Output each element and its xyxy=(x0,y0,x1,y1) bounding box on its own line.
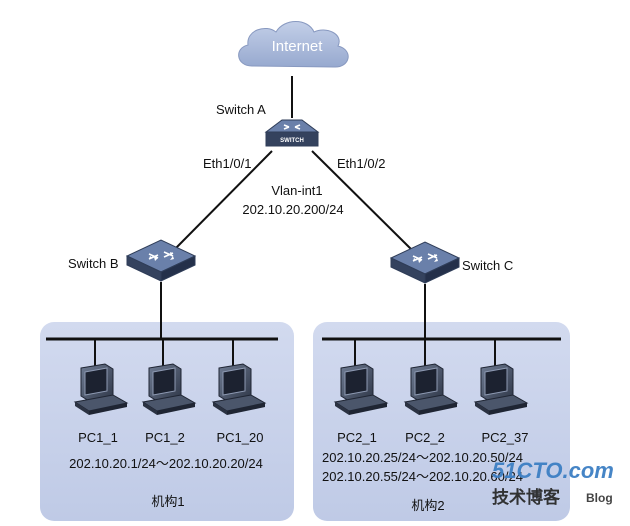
pc-label: PC2_2 xyxy=(405,430,445,445)
vlan-label: Vlan-int1 xyxy=(271,183,322,198)
link-a-b xyxy=(173,150,273,251)
org1-zone xyxy=(40,322,294,521)
watermark-blog: Blog xyxy=(586,491,613,505)
links xyxy=(160,76,426,339)
watermark-cn: 技术博客 xyxy=(492,487,561,507)
switch-a-icon: SWITCH xyxy=(264,119,320,147)
switch-c-icon xyxy=(390,241,460,284)
pc-label: PC2_37 xyxy=(482,430,529,445)
org1-name: 机构1 xyxy=(151,494,184,509)
switch-a-badge: SWITCH xyxy=(280,138,304,144)
pc-label: PC2_1 xyxy=(337,430,377,445)
switch-b-label: Switch B xyxy=(68,256,119,271)
switch-b-icon xyxy=(126,239,196,282)
pc-label: PC1_20 xyxy=(217,430,264,445)
internet-label: Internet xyxy=(272,38,324,55)
link-a-c xyxy=(311,150,415,253)
pc-label: PC1_2 xyxy=(145,430,185,445)
pc-drops xyxy=(94,339,496,367)
internet-cloud: Internet xyxy=(238,21,349,68)
watermark-logo: 51CTO.com 技术博客 Blog xyxy=(492,458,614,507)
org1-ip-range: 202.10.20.1/24～202.10.20.20/24 xyxy=(69,456,263,471)
port-left-label: Eth1/0/1 xyxy=(203,156,251,171)
org2-ip-range-2: 202.10.20.55/24～202.10.20.60/24 xyxy=(322,469,523,484)
watermark-site: 51CTO.com xyxy=(492,458,614,483)
pc-label: PC1_1 xyxy=(78,430,118,445)
switch-a-label: Switch A xyxy=(216,102,266,117)
org2-ip-range-1: 202.10.20.25/24～202.10.20.50/24 xyxy=(322,450,523,465)
port-right-label: Eth1/0/2 xyxy=(337,156,385,171)
switch-c-label: Switch C xyxy=(462,258,513,273)
vlan-ip-label: 202.10.20.200/24 xyxy=(242,202,343,217)
org2-name: 机构2 xyxy=(411,498,444,513)
